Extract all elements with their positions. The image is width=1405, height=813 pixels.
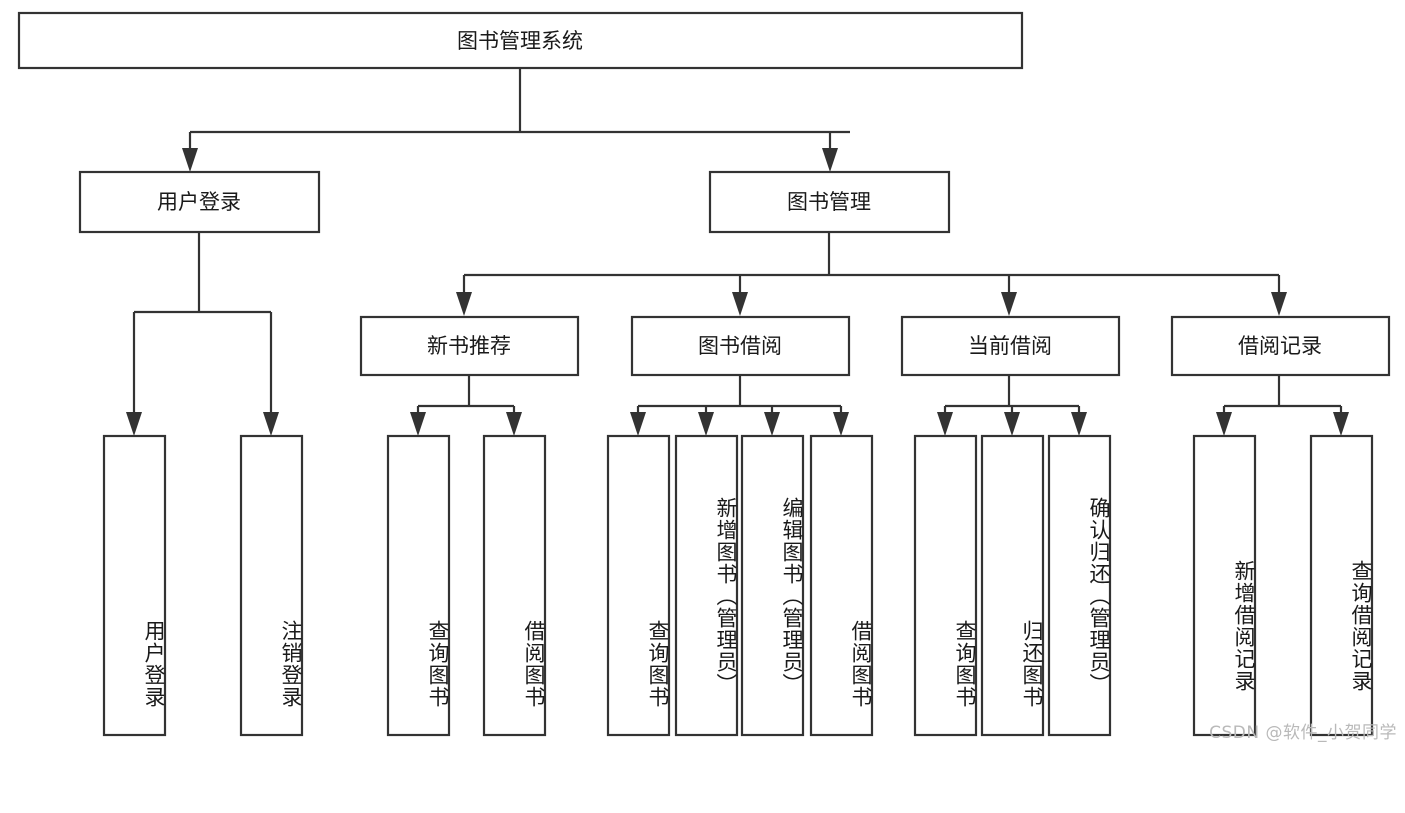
node-leaf-query-record[interactable] <box>1309 434 1374 737</box>
node-new-book-rec[interactable]: 新书推荐 <box>359 315 580 377</box>
node-leaf-add-record[interactable] <box>1192 434 1257 737</box>
connector-newbook-to-leaves <box>410 376 522 436</box>
node-user-login[interactable]: 用户登录 <box>78 170 321 234</box>
node-user-login-label: 用户登录 <box>157 190 241 214</box>
connector-bookmanage-to-level3 <box>456 232 1287 316</box>
node-current-borrow[interactable]: 当前借阅 <box>900 315 1121 377</box>
node-root-label: 图书管理系统 <box>457 29 583 53</box>
node-book-manage-label: 图书管理 <box>787 190 871 214</box>
node-leaf-borrow-book-1[interactable] <box>482 434 547 737</box>
node-leaf-logout[interactable] <box>239 434 304 737</box>
node-leaf-user-login[interactable] <box>102 434 167 737</box>
connector-bookborrow-to-leaves <box>630 376 849 436</box>
connector-root-to-level2 <box>182 68 850 172</box>
node-borrow-record[interactable]: 借阅记录 <box>1170 315 1391 377</box>
node-current-borrow-label: 当前借阅 <box>968 334 1052 358</box>
node-book-borrow[interactable]: 图书借阅 <box>630 315 851 377</box>
node-leaf-edit-book[interactable] <box>740 434 805 737</box>
watermark-text: CSDN @软件_小贺同学 <box>1209 723 1397 743</box>
connector-borrowrecord-to-leaves <box>1216 376 1349 436</box>
node-leaf-confirm-return[interactable] <box>1047 434 1112 737</box>
node-leaf-query-book-2[interactable] <box>606 434 671 737</box>
node-leaf-return-book[interactable] <box>980 434 1045 737</box>
node-leaf-query-book-3[interactable] <box>913 434 978 737</box>
node-leaf-query-book-1[interactable] <box>386 434 451 737</box>
node-leaf-add-book[interactable] <box>674 434 739 737</box>
node-book-manage[interactable]: 图书管理 <box>708 170 951 234</box>
node-book-borrow-label: 图书借阅 <box>698 334 782 358</box>
node-new-book-rec-label: 新书推荐 <box>427 334 511 358</box>
connector-currentborrow-to-leaves <box>937 376 1087 436</box>
tree-diagram-svg: 图书管理系统 用户登录 图书管理 新书推荐 图书借阅 当前借阅 借阅记录 <box>17 11 1391 737</box>
node-leaf-borrow-book-2[interactable] <box>809 434 874 737</box>
connector-userlogin-to-leaves <box>126 232 279 436</box>
node-root[interactable]: 图书管理系统 <box>17 11 1024 70</box>
diagram-canvas: 图书管理系统 用户登录 图书管理 新书推荐 图书借阅 当前借阅 借阅记录 <box>17 11 1397 743</box>
node-borrow-record-label: 借阅记录 <box>1238 334 1322 358</box>
